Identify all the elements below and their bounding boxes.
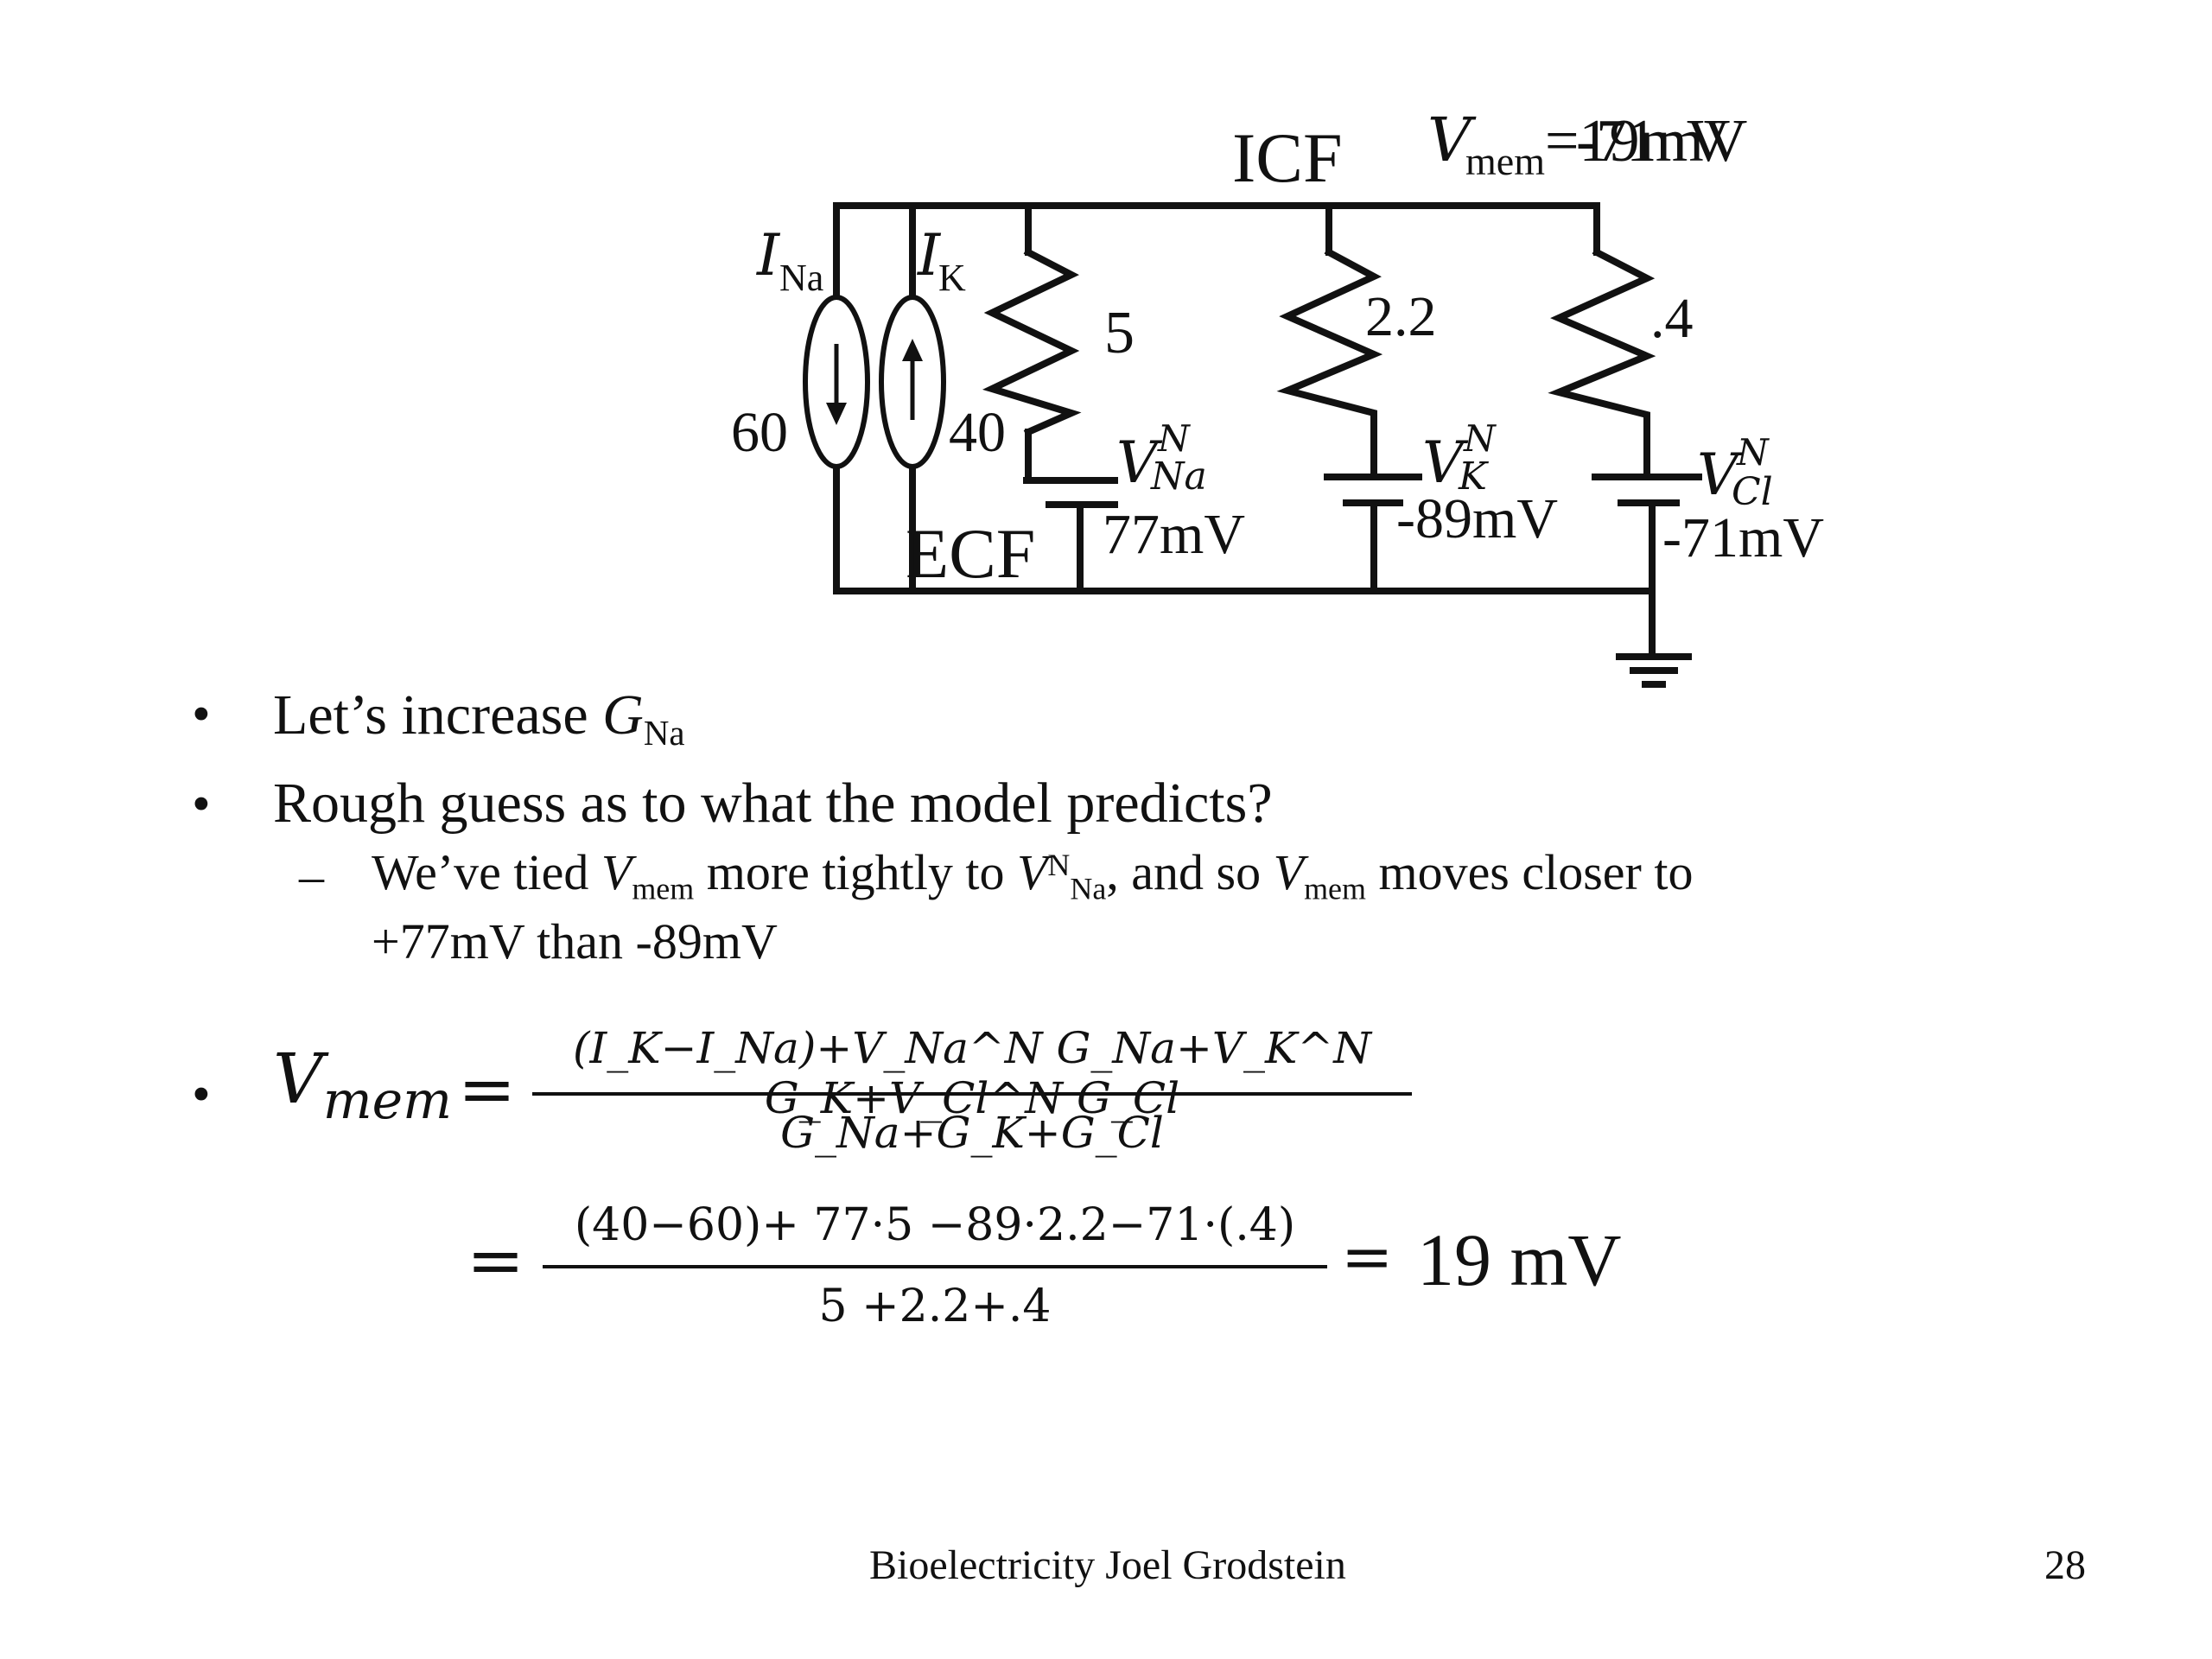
k-resistor <box>1276 247 1383 435</box>
svg-text:N: N <box>1463 417 1497 460</box>
gna-var: G <box>602 683 644 747</box>
g-cl-value: .4 <box>1650 287 1694 350</box>
vmem-value-19: =19mV <box>1545 108 1730 175</box>
svg-text:K: K <box>938 257 966 299</box>
icf-label: ICF <box>1232 118 1343 197</box>
sub-bullet-line-2: +77mV than -89mV <box>372 913 778 969</box>
bullet-1-text: Let’s increase <box>273 683 603 747</box>
ecf-label: ECF <box>906 514 1035 593</box>
k-branch <box>1276 202 1422 594</box>
svg-text:N: N <box>1736 431 1770 474</box>
symbolic-numerator: (I_K−I_Na)+V_Na^N G_Na+V_K^N G_K+V_Cl^N … <box>573 1023 1371 1123</box>
ina-value: 60 <box>731 401 788 464</box>
symbolic-fraction-bar <box>532 1092 1412 1096</box>
svg-text:V: V <box>1427 105 1477 175</box>
gna-sub: Na <box>643 714 685 753</box>
svg-text:I: I <box>917 222 942 289</box>
v-k-label: V N K <box>1422 417 1497 499</box>
vmem-lhs: Vmem <box>273 1039 453 1131</box>
equals-sign-2: = <box>467 1220 525 1300</box>
numeric-denominator: 5 +2.2+.4 <box>818 1281 1052 1332</box>
bullet-dot-1: • <box>192 685 211 744</box>
numeric-fraction-bar <box>543 1265 1327 1268</box>
cl-resistor <box>1548 247 1656 435</box>
ik-value: 40 <box>949 401 1006 464</box>
equals-sign-1: = <box>458 1049 517 1129</box>
v-cl-label: V N Cl <box>1697 431 1773 514</box>
footer-credit: Bioelectricity Joel Grodstein <box>869 1542 1346 1588</box>
sub-bullet-text: We’ve tied Vmem more tightly to VNNa, an… <box>372 844 1694 906</box>
ina-label: I Na <box>756 222 823 299</box>
bullet-dot-3: • <box>192 1065 211 1124</box>
symbolic-denominator: G_Na+G_K+G_Cl <box>780 1108 1164 1158</box>
bullet-rough-guess: Rough guess as to what the model predict… <box>273 772 1273 835</box>
svg-text:V: V <box>1422 429 1469 496</box>
bullet-dot-2: • <box>192 775 211 834</box>
g-na-value: 5 <box>1104 300 1135 366</box>
arrow-up-icon <box>902 339 923 420</box>
page-number: 28 <box>2044 1542 2086 1588</box>
svg-text:Cl: Cl <box>1732 470 1773 514</box>
svg-text:K: K <box>1458 454 1489 499</box>
svg-text:V: V <box>1116 429 1163 496</box>
na-resistor <box>982 247 1082 437</box>
e-na-value: 77mV <box>1103 503 1245 566</box>
arrow-down-icon <box>826 344 847 425</box>
e-cl-value: -71mV <box>1662 506 1824 569</box>
cl-branch <box>1548 202 1702 658</box>
v-na-label: V N Na <box>1116 417 1207 499</box>
numeric-numerator: (40−60)+ 77·5 −89·2.2−71·(.4) <box>574 1199 1296 1251</box>
svg-text:mem: mem <box>1465 139 1545 183</box>
ik-label: I K <box>917 222 966 299</box>
vmem-value-neg71: -71mV <box>1576 108 1747 175</box>
g-k-value: 2.2 <box>1365 285 1437 348</box>
svg-text:Na: Na <box>779 257 823 299</box>
sub-bullet-dash: – <box>299 848 324 904</box>
equals-sign-3: = <box>1341 1220 1394 1293</box>
circuit-diagram: ICF ECF V mem =19mV -71mV I Na I K 60 40… <box>731 105 1824 688</box>
bullet-increase-gna: Let’s increase GNa <box>273 683 685 753</box>
svg-text:V: V <box>1697 442 1744 508</box>
vmem-label: V mem =19mV -71mV <box>1427 105 1747 183</box>
result-value: 19 mV <box>1417 1218 1622 1301</box>
na-branch <box>982 202 1118 594</box>
svg-text:N: N <box>1157 417 1191 460</box>
ground-icon <box>1616 653 1692 688</box>
e-k-value: -89mV <box>1396 487 1558 550</box>
svg-text:Na: Na <box>1150 454 1207 499</box>
svg-text:I: I <box>756 222 781 289</box>
